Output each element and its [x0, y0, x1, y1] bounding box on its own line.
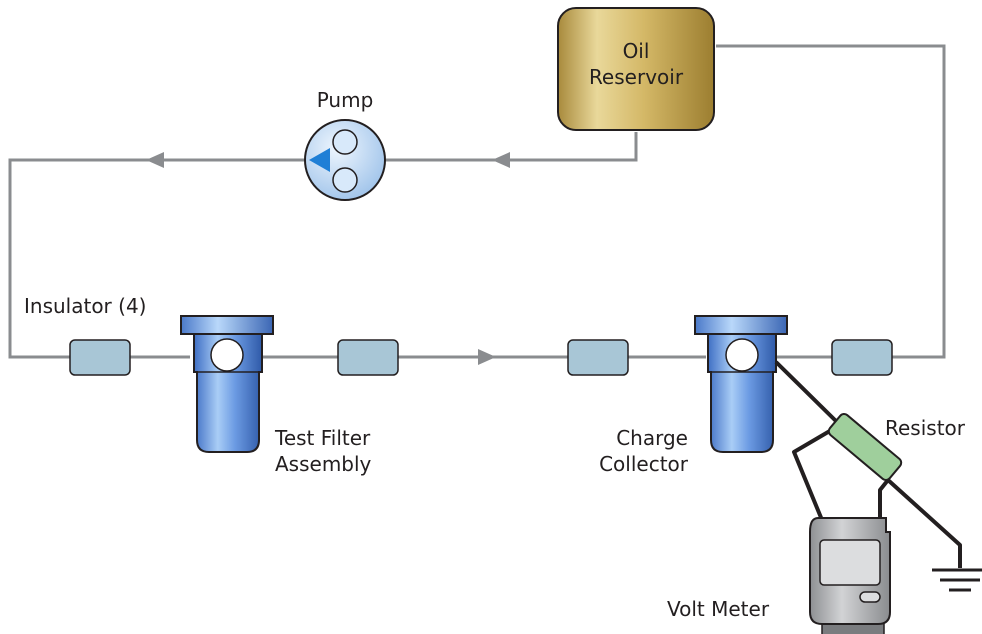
resistor — [827, 413, 903, 481]
oil-reservoir-label: Oil Reservoir — [588, 39, 684, 89]
charge-collector — [694, 315, 788, 453]
oil-circuit-pipes — [8, 44, 946, 359]
flow-arrows — [146, 152, 510, 365]
charge-collector-label: Charge Collector — [599, 426, 688, 476]
flow-arrow-right — [478, 349, 496, 365]
pipe-reservoir-to-pump — [386, 132, 638, 162]
wire-collector-to-meter — [774, 360, 842, 521]
insulator-4 — [831, 339, 893, 376]
test-filter-assembly — [180, 315, 274, 453]
flow-arrow-left-2 — [492, 152, 510, 168]
volt-meter-button — [859, 591, 881, 603]
resistor-label: Resistor — [885, 416, 965, 440]
electrical-wiring — [774, 360, 962, 568]
volt-meter-label: Volt Meter — [667, 597, 770, 621]
volt-meter — [809, 517, 891, 634]
pump-direction-arrow-icon — [309, 148, 330, 172]
volt-meter-display — [819, 539, 881, 586]
ground-icon — [932, 568, 982, 592]
insulator-2 — [337, 339, 399, 376]
pump — [304, 119, 386, 201]
insulators — [69, 339, 893, 376]
pipe-return-to-reservoir — [716, 44, 946, 359]
wire-resistor-to-ground — [886, 478, 962, 568]
flow-arrow-left-1 — [146, 152, 164, 168]
oil-reservoir — [557, 7, 715, 131]
test-filter-assembly-label: Test Filter Assembly — [275, 426, 372, 476]
insulator-label: Insulator (4) — [24, 294, 147, 318]
insulator-3 — [567, 339, 629, 376]
pump-label: Pump — [316, 88, 374, 112]
wire-resistor-to-meter — [878, 478, 890, 520]
insulator-1 — [69, 339, 131, 376]
